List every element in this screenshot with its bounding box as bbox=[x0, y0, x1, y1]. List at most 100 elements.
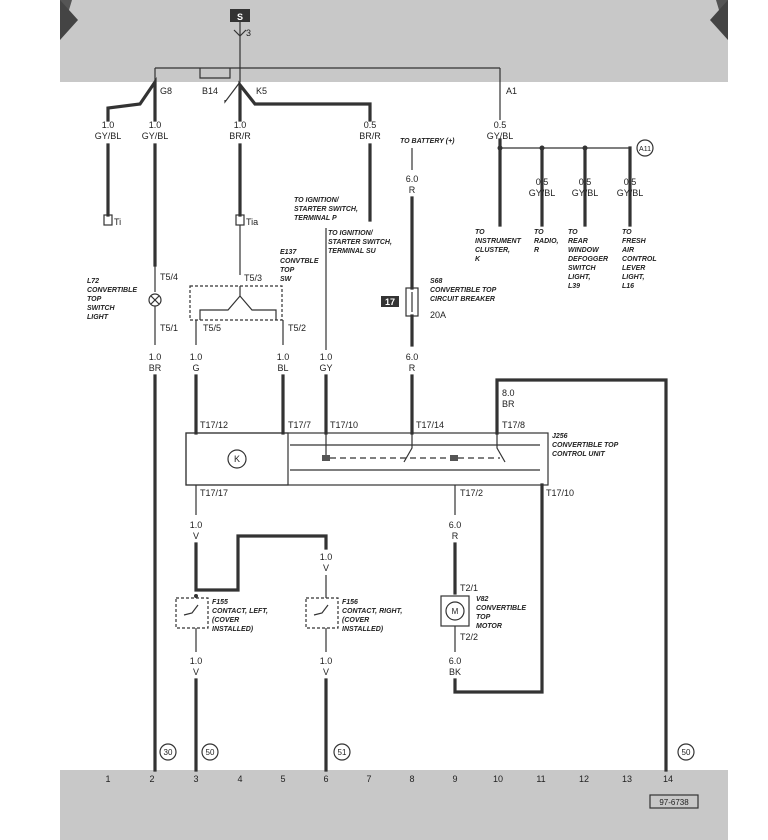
svg-text:K: K bbox=[475, 256, 481, 263]
b-color: G bbox=[192, 363, 199, 373]
svg-text:TOP: TOP bbox=[280, 267, 295, 274]
svg-text:WINDOW: WINDOW bbox=[568, 247, 600, 254]
grid-number: 2 bbox=[149, 774, 154, 784]
contact-switch-icon bbox=[183, 604, 199, 616]
fuse-arrow-icon bbox=[233, 29, 247, 37]
svg-text:R: R bbox=[534, 247, 539, 254]
l72-label: L72 CONVERTIBLE TOP SWITCH LIGHT bbox=[87, 278, 137, 321]
connector-ti-label: Ti bbox=[114, 217, 121, 227]
svg-text:TERMINAL SU: TERMINAL SU bbox=[328, 248, 377, 255]
svg-text:CONTACT, LEFT,: CONTACT, LEFT, bbox=[212, 608, 268, 615]
connector-tia-label: Tia bbox=[246, 217, 258, 227]
ref-30 bbox=[159, 743, 177, 761]
h-color: V bbox=[323, 563, 329, 573]
connector-t17-7: T17/7 bbox=[288, 420, 311, 430]
grid-number: 9 bbox=[452, 774, 457, 784]
grid-number: 4 bbox=[237, 774, 242, 784]
w4-gauge: 0.5 bbox=[364, 120, 377, 130]
to-fresh-air-label: TO FRESH AIR CONTROL LEVER LIGHT, L16 bbox=[621, 229, 657, 290]
e-color: R bbox=[409, 363, 416, 373]
svg-text:CONVERTIBLE: CONVERTIBLE bbox=[87, 287, 137, 294]
svg-text:CONTACT, RIGHT,: CONTACT, RIGHT, bbox=[342, 608, 402, 615]
grid-number: 10 bbox=[493, 774, 503, 784]
j256-coil bbox=[450, 455, 458, 461]
grid-number: 6 bbox=[323, 774, 328, 784]
switch-e137 bbox=[189, 285, 283, 321]
g8-fan bbox=[106, 76, 157, 122]
w1-gauge: 1.0 bbox=[102, 120, 115, 130]
f155-label: F155 CONTACT, LEFT, (COVER INSTALLED) bbox=[212, 599, 268, 633]
w3-color: BR/R bbox=[229, 131, 251, 141]
svg-text:AIR: AIR bbox=[621, 247, 634, 254]
grid-number: 14 bbox=[663, 774, 673, 784]
ref-50 bbox=[677, 743, 695, 761]
connector-ti bbox=[103, 214, 113, 226]
svg-text:FRESH: FRESH bbox=[622, 238, 647, 245]
svg-text:INSTALLED): INSTALLED) bbox=[212, 626, 254, 633]
v82-label: V82 CONVERTIBLE TOP MOTOR bbox=[476, 596, 526, 630]
fuse-badge-text: S bbox=[237, 12, 243, 22]
svg-text:J256: J256 bbox=[552, 433, 568, 440]
connector-t5-2: T5/2 bbox=[288, 323, 306, 333]
a1-dot bbox=[539, 145, 545, 151]
svg-text:STARTER SWITCH,: STARTER SWITCH, bbox=[294, 206, 358, 213]
svg-text:TO: TO bbox=[534, 229, 544, 236]
to-radio-label: TO RADIO, R bbox=[534, 229, 559, 254]
connector-t17-8: T17/8 bbox=[502, 420, 525, 430]
e-gauge: 6.0 bbox=[406, 352, 419, 362]
svg-text:TOP: TOP bbox=[87, 296, 102, 303]
bottom-band bbox=[60, 770, 728, 840]
k-gauge: 1.0 bbox=[320, 656, 333, 666]
ref-a11 bbox=[636, 139, 654, 157]
ref-51 bbox=[333, 743, 351, 761]
w1-color: GY/BL bbox=[95, 131, 122, 141]
to-ignition-su-label: TO IGNITION/ STARTER SWITCH, TERMINAL SU bbox=[328, 230, 392, 255]
connector-t5-4: T5/4 bbox=[160, 272, 178, 282]
svg-text:CONVERTIBLE TOP: CONVERTIBLE TOP bbox=[552, 442, 619, 449]
svg-text:V82: V82 bbox=[476, 596, 489, 603]
svg-text:INSTRUMENT: INSTRUMENT bbox=[475, 238, 522, 245]
fuse-badge bbox=[230, 9, 250, 22]
svg-text:MOTOR: MOTOR bbox=[476, 623, 502, 630]
a1-dot bbox=[582, 145, 588, 151]
svg-text:F156: F156 bbox=[342, 599, 358, 606]
j256-label: J256 CONVERTIBLE TOP CONTROL UNIT bbox=[552, 433, 619, 458]
connector-t5-1: T5/1 bbox=[160, 323, 178, 333]
svg-text:REAR: REAR bbox=[568, 238, 588, 245]
svg-text:LEVER: LEVER bbox=[622, 265, 645, 272]
i-gauge: 6.0 bbox=[449, 520, 462, 530]
connector-t17-17: T17/17 bbox=[200, 488, 228, 498]
connector-t5-5: T5/5 bbox=[203, 323, 221, 333]
svg-text:CONVTBLE: CONVTBLE bbox=[280, 258, 319, 265]
l-gauge: 6.0 bbox=[449, 656, 462, 666]
svg-text:(COVER: (COVER bbox=[342, 617, 369, 624]
grid-number: 8 bbox=[409, 774, 414, 784]
doc-id: 97-6738 bbox=[659, 798, 689, 807]
k-color: V bbox=[323, 667, 329, 677]
ref-50-label: 50 bbox=[206, 748, 215, 757]
svg-text:INSTALLED): INSTALLED) bbox=[342, 626, 384, 633]
control-unit-j256 bbox=[185, 432, 549, 486]
svg-text:SW: SW bbox=[280, 276, 293, 283]
w7-color: GY/BL bbox=[572, 188, 599, 198]
doc-id-box bbox=[649, 794, 699, 809]
j256-left-block bbox=[185, 432, 289, 486]
relay-k-icon bbox=[227, 449, 247, 469]
svg-text:TO: TO bbox=[475, 229, 485, 236]
contact-f155 bbox=[175, 597, 209, 629]
j256-coil bbox=[322, 455, 330, 461]
w8-gauge: 0.5 bbox=[624, 177, 637, 187]
to-battery-label: TO BATTERY (+) bbox=[400, 138, 455, 145]
svg-text:L16: L16 bbox=[622, 283, 634, 290]
svg-text:TERMINAL P: TERMINAL P bbox=[294, 215, 337, 222]
b-gauge: 1.0 bbox=[190, 352, 203, 362]
l-color: BK bbox=[449, 667, 461, 677]
svg-text:LIGHT: LIGHT bbox=[87, 314, 109, 321]
grid-numbers: 1 2 3 4 5 6 7 8 9 10 11 12 13 14 bbox=[105, 774, 673, 784]
w5-color: GY/BL bbox=[487, 131, 514, 141]
connector-t17-10a: T17/10 bbox=[330, 420, 358, 430]
grid-number: 11 bbox=[536, 774, 545, 784]
svg-text:CONVERTIBLE: CONVERTIBLE bbox=[476, 605, 526, 612]
